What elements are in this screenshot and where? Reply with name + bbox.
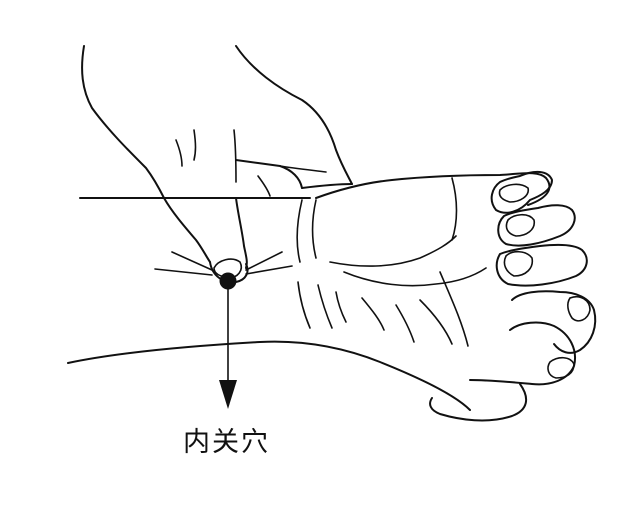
fingernail-middle — [505, 213, 536, 237]
finger-little — [511, 290, 597, 354]
presser-knuckle-2 — [279, 165, 327, 173]
acupoint-dot — [219, 272, 237, 290]
pressure-ray-left-upper — [171, 251, 213, 271]
presser-thumb-inner — [235, 197, 248, 269]
presser-knuckle-1 — [235, 159, 303, 189]
palm-outline — [315, 172, 551, 206]
presser-hand — [81, 45, 353, 284]
presser-knuckle-crease — [257, 175, 271, 197]
presser-fingers-top — [235, 45, 353, 185]
palm-crease-thenar — [439, 271, 469, 347]
presser-thumbnail — [213, 258, 243, 279]
thumbnail — [547, 356, 575, 379]
palm-crease-middle — [343, 267, 487, 287]
pressure-ray-left — [154, 268, 213, 276]
wrist-crease-3 — [297, 281, 311, 329]
presser-finger-fold-1 — [233, 129, 237, 183]
wrist-crease-5 — [335, 291, 347, 323]
finger-middle — [497, 204, 576, 247]
presser-fingertip — [301, 183, 353, 189]
presser-finger-fold-3 — [175, 139, 183, 167]
presser-hand-back — [81, 45, 165, 199]
finger-ring — [495, 243, 588, 287]
forearm-lower-edge — [67, 340, 471, 411]
acupoint-label: 内关穴 — [183, 427, 270, 458]
wrist-crease-4 — [317, 284, 333, 329]
palm-crease-upper — [329, 235, 457, 267]
acupoint-marker — [219, 272, 237, 409]
forearm — [67, 197, 471, 411]
wrist-crease-2 — [311, 199, 317, 259]
pressure-ray-right-upper — [245, 251, 283, 271]
fingernail-index — [498, 183, 530, 203]
palm-crease-lower — [419, 299, 453, 345]
patient-hand — [315, 170, 597, 422]
fingernail-little — [567, 295, 591, 322]
pointer-arrowhead — [219, 380, 237, 409]
palm-crease-vertical — [451, 177, 458, 241]
presser-finger-fold-2 — [193, 129, 197, 161]
palm-crease-heel — [361, 297, 385, 331]
fingernail-ring — [503, 250, 534, 277]
pressure-ray-right — [245, 265, 293, 275]
finger-index — [490, 170, 553, 214]
pressure-rays — [154, 251, 293, 276]
palm-crease-inner — [395, 304, 415, 343]
presser-thumb-outer — [163, 197, 211, 263]
hand-lower-contour — [429, 383, 528, 422]
wrist-crease-1 — [296, 199, 303, 263]
thumb — [469, 321, 576, 386]
